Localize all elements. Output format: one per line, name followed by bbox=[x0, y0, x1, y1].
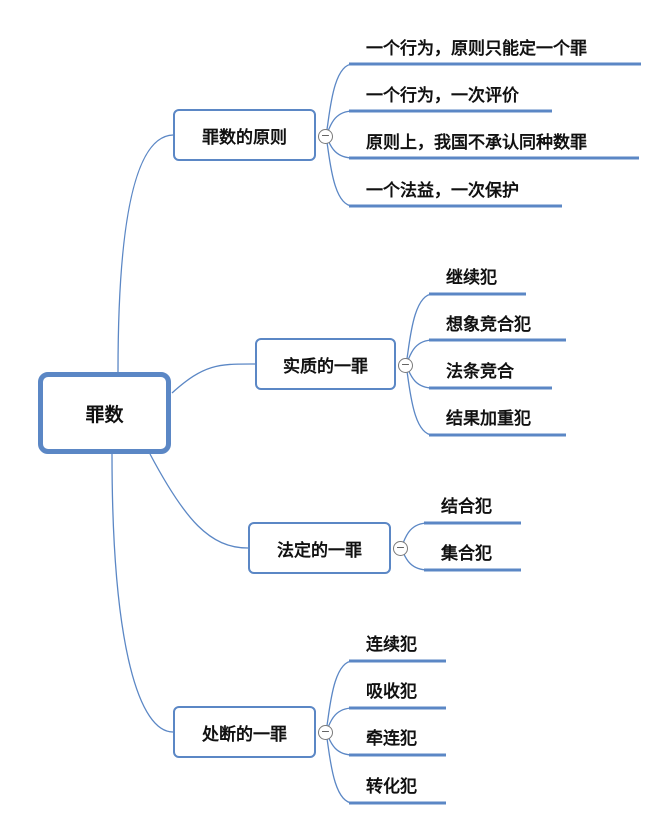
collapse-toggle-0[interactable]: − bbox=[318, 129, 333, 144]
collapse-toggle-1[interactable]: − bbox=[398, 358, 413, 373]
leaf-1-1[interactable]: 想象竞合犯 bbox=[446, 315, 531, 335]
branch-node-2[interactable]: 法定的一罪 bbox=[248, 522, 391, 574]
leaf-2-1[interactable]: 集合犯 bbox=[441, 544, 492, 564]
collapse-toggle-2[interactable]: − bbox=[393, 541, 408, 556]
leaf-connector-3-3 bbox=[324, 731, 354, 804]
root-connector-0 bbox=[117, 134, 174, 373]
root-label: 罪数 bbox=[85, 403, 124, 426]
root-connector-2 bbox=[149, 453, 249, 549]
leaf-0-2[interactable]: 原则上，我国不承认同种数罪 bbox=[366, 133, 587, 153]
leaf-3-3[interactable]: 转化犯 bbox=[366, 777, 417, 797]
branch-label-2: 法定的一罪 bbox=[277, 540, 362, 561]
branch-node-3[interactable]: 处断的一罪 bbox=[173, 706, 316, 758]
leaf-connector-1-0 bbox=[404, 293, 434, 366]
leaf-connector-0-0 bbox=[324, 63, 354, 137]
branch-node-1[interactable]: 实质的一罪 bbox=[255, 338, 396, 390]
leaf-0-3[interactable]: 一个法益，一次保护 bbox=[366, 181, 519, 201]
leaf-connector-1-3 bbox=[404, 364, 434, 436]
leaf-connector-0-3 bbox=[324, 135, 354, 207]
leaf-0-0[interactable]: 一个行为，原则只能定一个罪 bbox=[366, 39, 587, 59]
branch-label-0: 罪数的原则 bbox=[202, 127, 287, 148]
root-connector-1 bbox=[171, 363, 256, 394]
leaf-3-1[interactable]: 吸收犯 bbox=[366, 682, 417, 702]
leaf-2-0[interactable]: 结合犯 bbox=[441, 497, 492, 517]
root-connector-3 bbox=[111, 453, 174, 733]
collapse-toggle-3[interactable]: − bbox=[318, 725, 333, 740]
leaf-3-2[interactable]: 牵连犯 bbox=[366, 729, 417, 749]
leaf-1-0[interactable]: 继续犯 bbox=[446, 268, 497, 288]
branch-label-1: 实质的一罪 bbox=[283, 356, 368, 377]
branch-node-0[interactable]: 罪数的原则 bbox=[173, 109, 316, 161]
leaf-0-1[interactable]: 一个行为，一次评价 bbox=[366, 86, 519, 106]
leaf-1-3[interactable]: 结果加重犯 bbox=[446, 409, 531, 429]
leaf-connector-3-0 bbox=[324, 660, 354, 733]
branch-label-3: 处断的一罪 bbox=[202, 724, 287, 745]
root-node[interactable]: 罪数 bbox=[38, 372, 171, 454]
leaf-1-2[interactable]: 法条竞合 bbox=[446, 362, 514, 382]
leaf-3-0[interactable]: 连续犯 bbox=[366, 635, 417, 655]
